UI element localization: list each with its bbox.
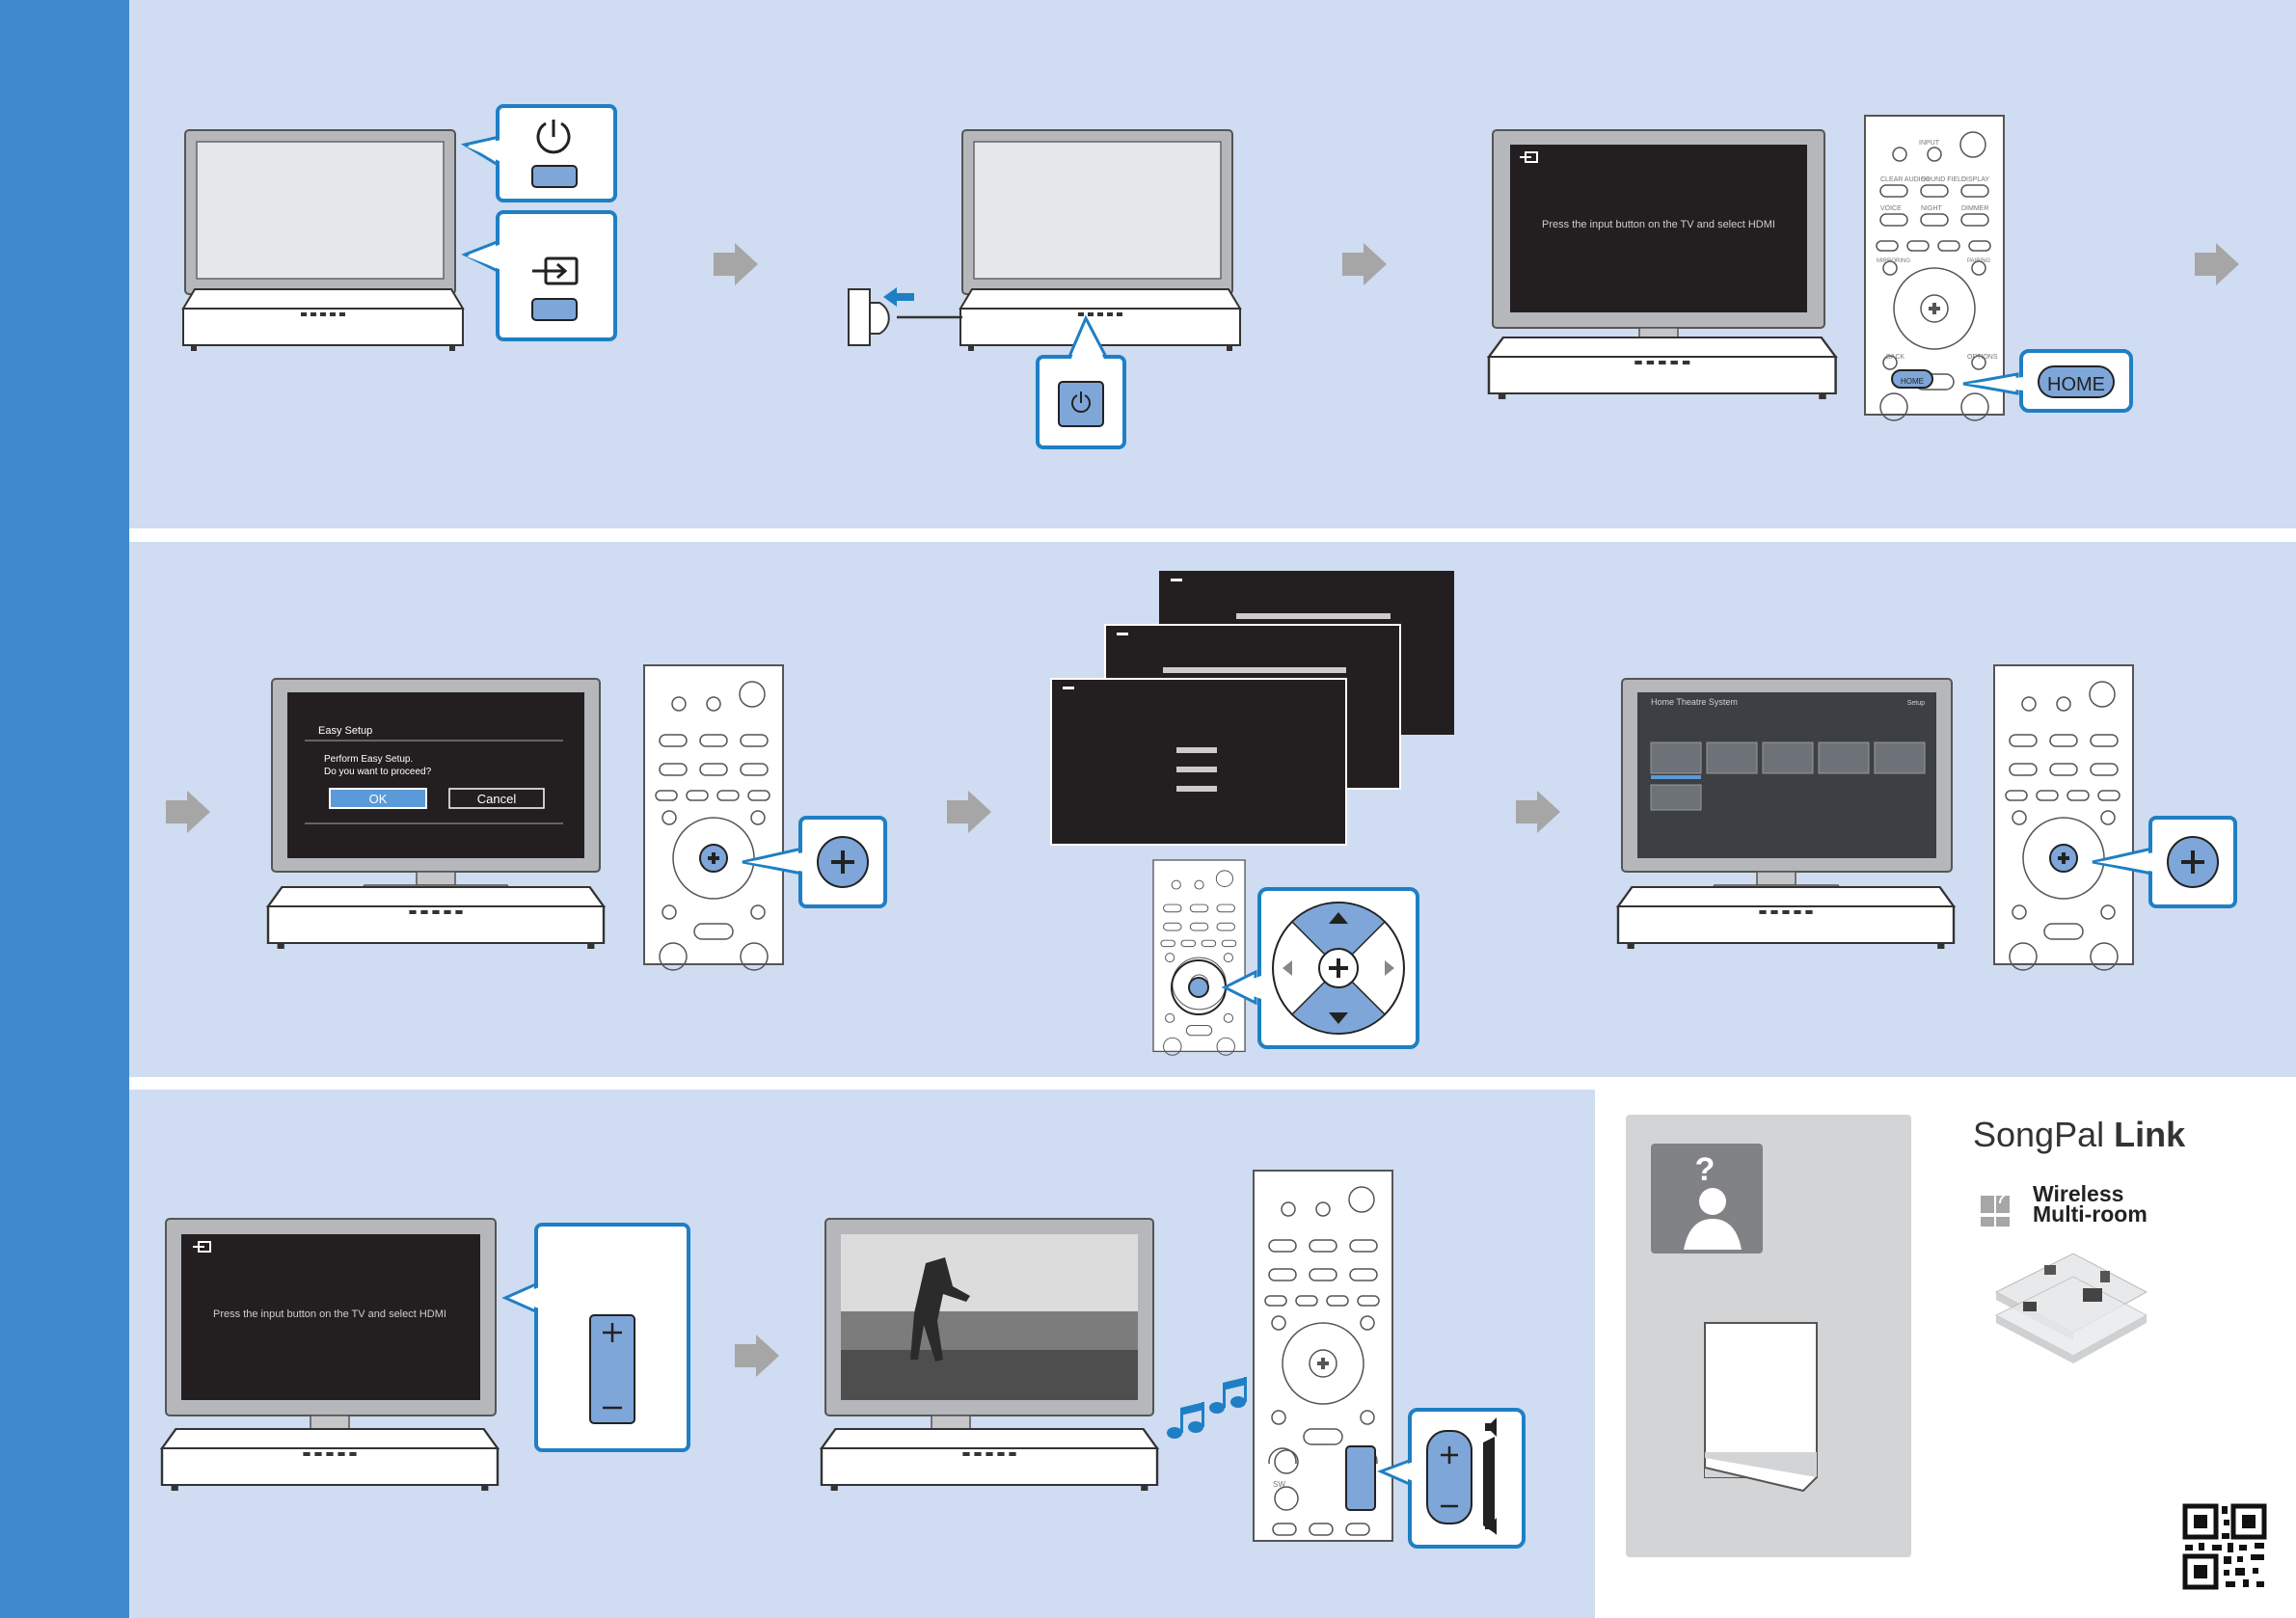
remote-voice-label: VOICE [1880, 205, 1902, 212]
unplug-arrow-icon [883, 287, 914, 307]
remote-dimmer-label: DIMMER [1961, 205, 1988, 212]
multiroom-house-illustration [1994, 1253, 2148, 1363]
menu-setup-label: Setup [1907, 700, 1925, 707]
remote-volume [1253, 1170, 1526, 1549]
remote-options-label: OPTIONS [1967, 354, 1998, 361]
remote-sw-label: SW [1273, 1480, 1285, 1489]
volume-callout [501, 1223, 690, 1452]
qr-code [2182, 1503, 2267, 1590]
tv-playing-content [820, 1218, 1159, 1493]
remote-night-label: NIGHT [1921, 205, 1943, 212]
input-callout [461, 210, 617, 341]
step-tv-message-2 [160, 1218, 500, 1493]
setup-screens-stack [1050, 571, 1454, 846]
remote-input-label: INPUT [1919, 140, 1940, 147]
remote-sound-field-label: SOUND FIELD [1921, 176, 1966, 183]
ok-button[interactable]: OK [369, 792, 388, 806]
input-icon [193, 1241, 211, 1253]
cancel-button[interactable]: Cancel [477, 792, 517, 806]
question-mark-icon: ? [1695, 1151, 1715, 1188]
multiroom-label: Multi-room [2033, 1201, 2147, 1227]
step2-tv-power [848, 129, 1241, 449]
tv-message-text-2: Press the input button on the TV and sel… [213, 1308, 446, 1320]
step3-tv-message [1487, 129, 1837, 401]
remote-pairing-label: PAIRING [1967, 258, 1991, 264]
help-person-icon [1684, 1188, 1742, 1250]
music-notes-icon [1167, 1377, 1247, 1439]
help-panel-art: ? [1651, 1144, 1818, 1493]
easy-setup-line1: Perform Easy Setup. [324, 754, 413, 765]
menu-title: Home Theatre System [1651, 697, 1738, 707]
easy-setup-tv [266, 678, 606, 951]
easy-setup-title: Easy Setup [318, 725, 372, 737]
power-icon [1071, 391, 1091, 414]
remote-home-button: HOME [1901, 377, 1924, 386]
power-callout [461, 104, 617, 202]
sidebar-stripe [0, 0, 129, 1618]
songpal-link-logo: SongPal Link [1973, 1115, 2185, 1155]
songpal-brand: SongPal [1973, 1115, 2105, 1154]
remote-clear-audio-label: CLEAR AUDIO+ [1880, 176, 1930, 183]
remote-display-label: DISPLAY [1961, 176, 1989, 183]
power-icon [536, 120, 571, 154]
home-menu-tv [1616, 678, 1956, 951]
speaker-quiet-icon [1485, 1518, 1497, 1535]
remote-home [1864, 115, 2133, 421]
up-arrow-icon [1329, 912, 1348, 924]
wireless-label: Wireless [2033, 1181, 2124, 1206]
songpal-brand-bold: Link [2114, 1115, 2186, 1154]
speaker-loud-icon [1485, 1417, 1497, 1437]
remote-mirroring-label: MIRRORING [1877, 258, 1910, 264]
remote-back-label: BACK [1886, 354, 1904, 361]
input-icon [1520, 151, 1538, 163]
tv-message-text: Press the input button on the TV and sel… [1542, 219, 1775, 230]
remote-enter [643, 664, 887, 971]
home-callout-label: HOME [2047, 374, 2105, 395]
manual-icon [1704, 1322, 1818, 1493]
remote-dpad [1152, 859, 1419, 1056]
wireless-multiroom-icon [1981, 1193, 2011, 1227]
down-arrow-icon [1329, 1012, 1348, 1024]
input-icon [532, 256, 579, 285]
wireless-multiroom-label: Wireless Multi-room [2033, 1181, 2147, 1227]
remote-enter-2 [1993, 664, 2237, 971]
easy-setup-line2: Do you want to proceed? [324, 767, 432, 777]
